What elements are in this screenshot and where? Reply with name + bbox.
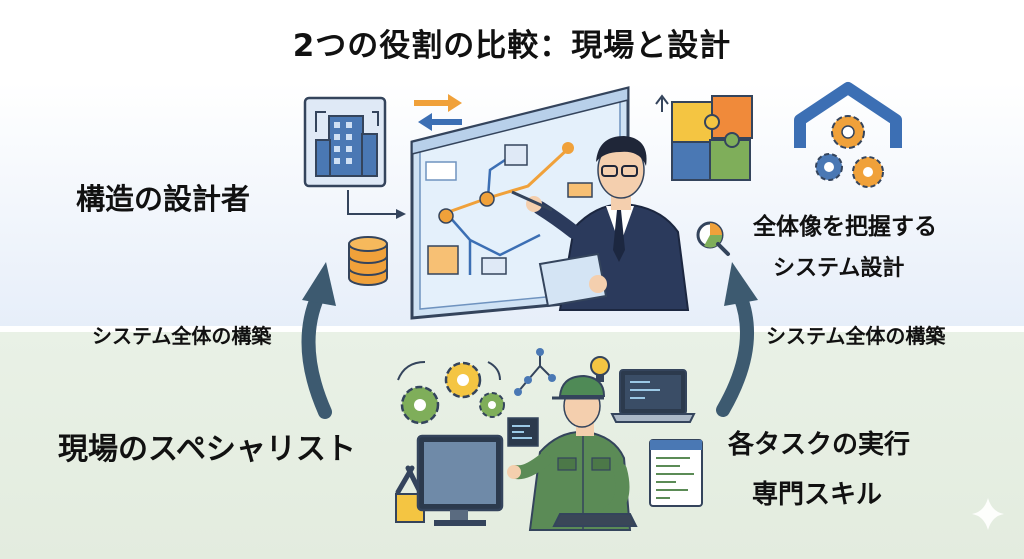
specialist-role-title: 現場のスペシャリスト [58, 432, 356, 467]
page-title: 2つの役割の比較：現場と設計 [292, 28, 732, 64]
database-icon [348, 236, 388, 286]
architect-person-icon [511, 136, 690, 311]
network-icon [514, 348, 556, 396]
specialist-trait-skills: 専門スキル [752, 480, 883, 510]
designer-role-title: 構造の設計者 [76, 182, 251, 216]
building-icon [303, 96, 387, 188]
exchange-arrows-icon [414, 94, 462, 131]
up-arrow-icon [301, 262, 336, 419]
connector-label-right: システム全体の構築 [766, 324, 946, 348]
laptop-code-icon [610, 369, 696, 423]
lightbulb-icon [590, 356, 610, 382]
section-divider [0, 326, 1024, 332]
specialist-trait-task-execution: 各タスクの実行 [728, 430, 911, 460]
up-arrow-icon [716, 262, 758, 417]
gears-house-icon [794, 82, 902, 188]
code-panel-icon [649, 439, 703, 507]
designer-trait-system-design: システム設計 [773, 256, 905, 281]
magnifier-chart-icon [696, 221, 730, 256]
connector-label-left: システム全体の構築 [92, 324, 272, 348]
sparkle-icon [972, 498, 1004, 530]
puzzle-icon [671, 95, 753, 181]
gears-icon [397, 361, 505, 425]
monitor-icon [416, 434, 504, 526]
worker-person-icon [507, 374, 638, 531]
designer-trait-overview: 全体像を把握する [753, 214, 937, 240]
